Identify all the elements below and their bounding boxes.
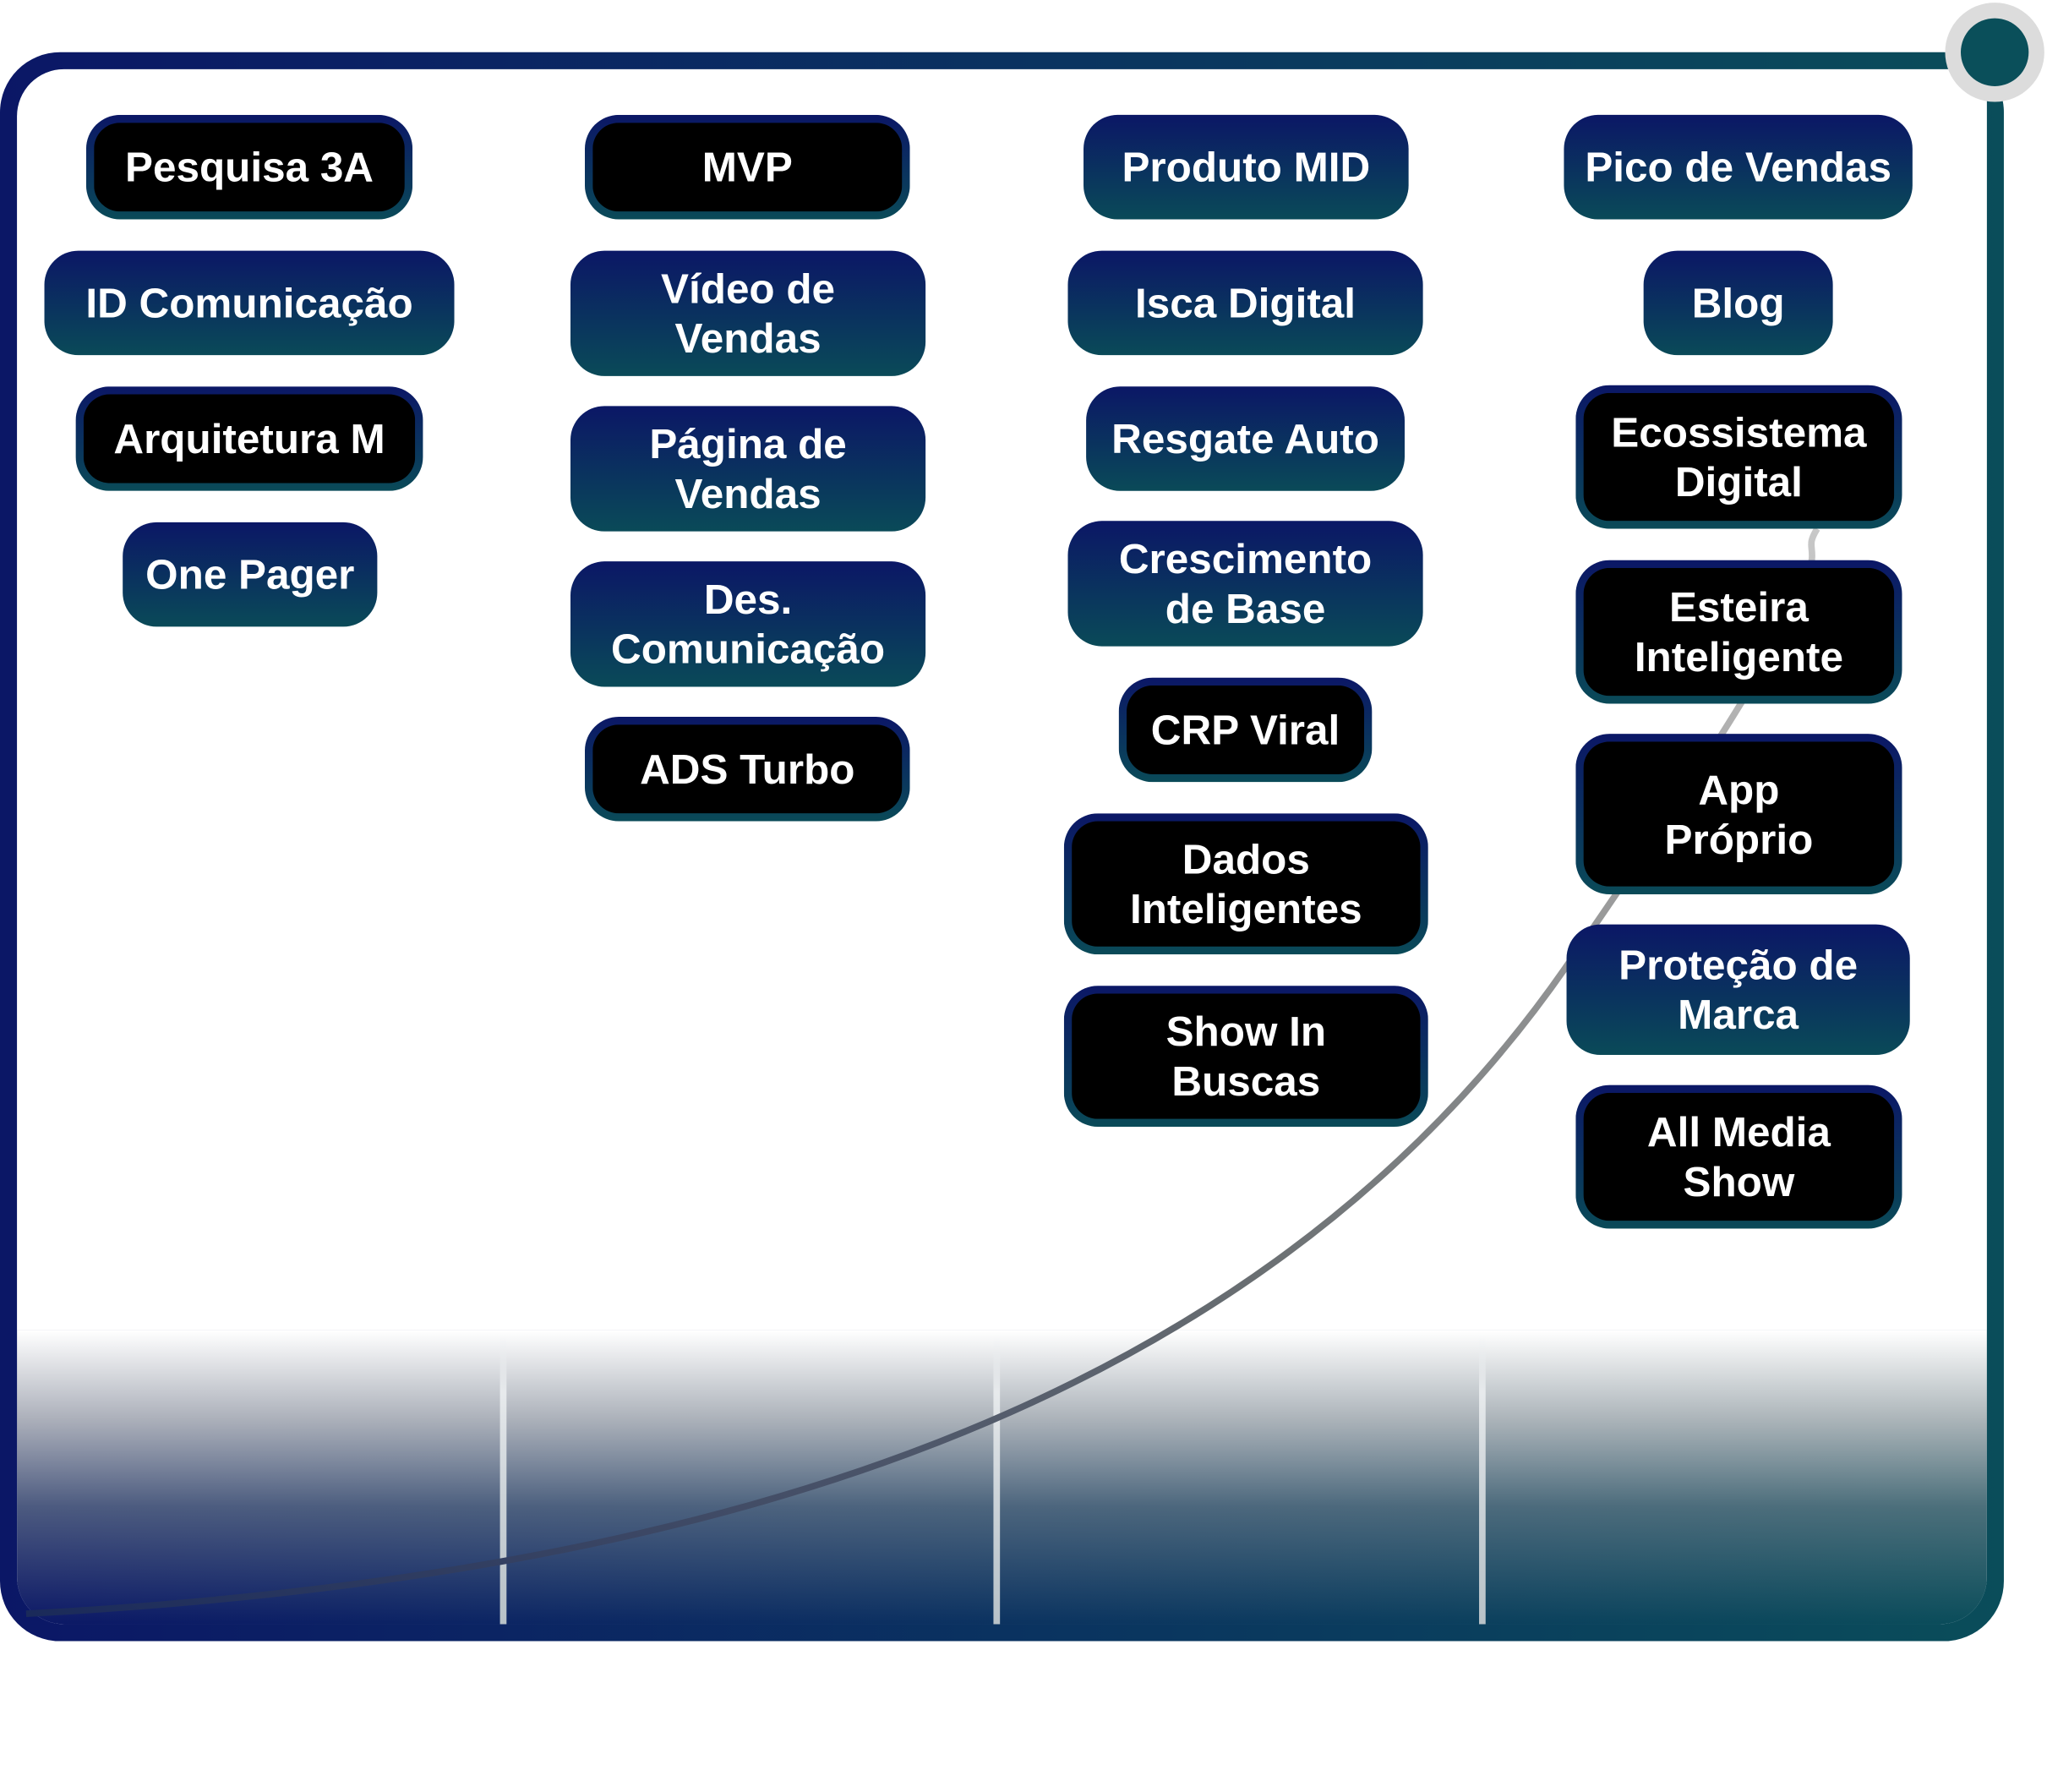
stage-item-esteira-inteligente: Esteira Inteligente bbox=[1575, 560, 1902, 704]
stage-item-produto-mid: Produto MID bbox=[1084, 114, 1409, 220]
stage-item-id-comunicacao: ID Comunicação bbox=[44, 250, 455, 356]
stage-item-pesquisa-3a: Pesquisa 3A bbox=[86, 115, 412, 220]
stage-item-app-proprio: App Próprio bbox=[1575, 734, 1902, 894]
stage-item-mvp: MVP bbox=[585, 115, 910, 220]
stage-item-one-pager: One Pager bbox=[123, 522, 378, 627]
stage-item-blog: Blog bbox=[1643, 250, 1833, 356]
stage-item-ads-turbo: ADS Turbo bbox=[585, 717, 910, 822]
stage-item-des-comunicacao: Des. Comunicação bbox=[570, 561, 926, 687]
stage-item-protecao-de-marca: Proteção de Marca bbox=[1566, 924, 1910, 1056]
column-divider bbox=[499, 1334, 507, 1625]
stage-item-ecossistema-digital: Ecossistema Digital bbox=[1575, 385, 1902, 529]
stage-item-isca-digital: Isca Digital bbox=[1067, 250, 1423, 356]
stage-item-crescimento-de-base: Crescimento de Base bbox=[1067, 521, 1423, 647]
stage-item-dados-inteligentes: Dados Inteligentes bbox=[1064, 813, 1428, 954]
stage-item-pagina-de-vendas: Página de Vendas bbox=[570, 406, 926, 532]
column-divider bbox=[1479, 1334, 1486, 1625]
stage-item-pico-de-vendas: Pico de Vendas bbox=[1564, 114, 1913, 220]
stage-item-arquitetura-m: Arquitetura M bbox=[76, 386, 423, 491]
column-divider bbox=[993, 1334, 1001, 1625]
stage-item-all-media-show: All Media Show bbox=[1575, 1085, 1902, 1229]
endpoint-knob bbox=[1945, 3, 2044, 102]
stage-item-show-in-buscas: Show In Buscas bbox=[1064, 986, 1428, 1127]
stage-item-crp-viral: CRP Viral bbox=[1119, 678, 1373, 783]
stage-item-resgate-auto: Resgate Auto bbox=[1086, 386, 1405, 491]
bottom-gradient-band bbox=[17, 1330, 1987, 1625]
stage-item-video-de-vendas: Vídeo de Vendas bbox=[570, 250, 926, 376]
